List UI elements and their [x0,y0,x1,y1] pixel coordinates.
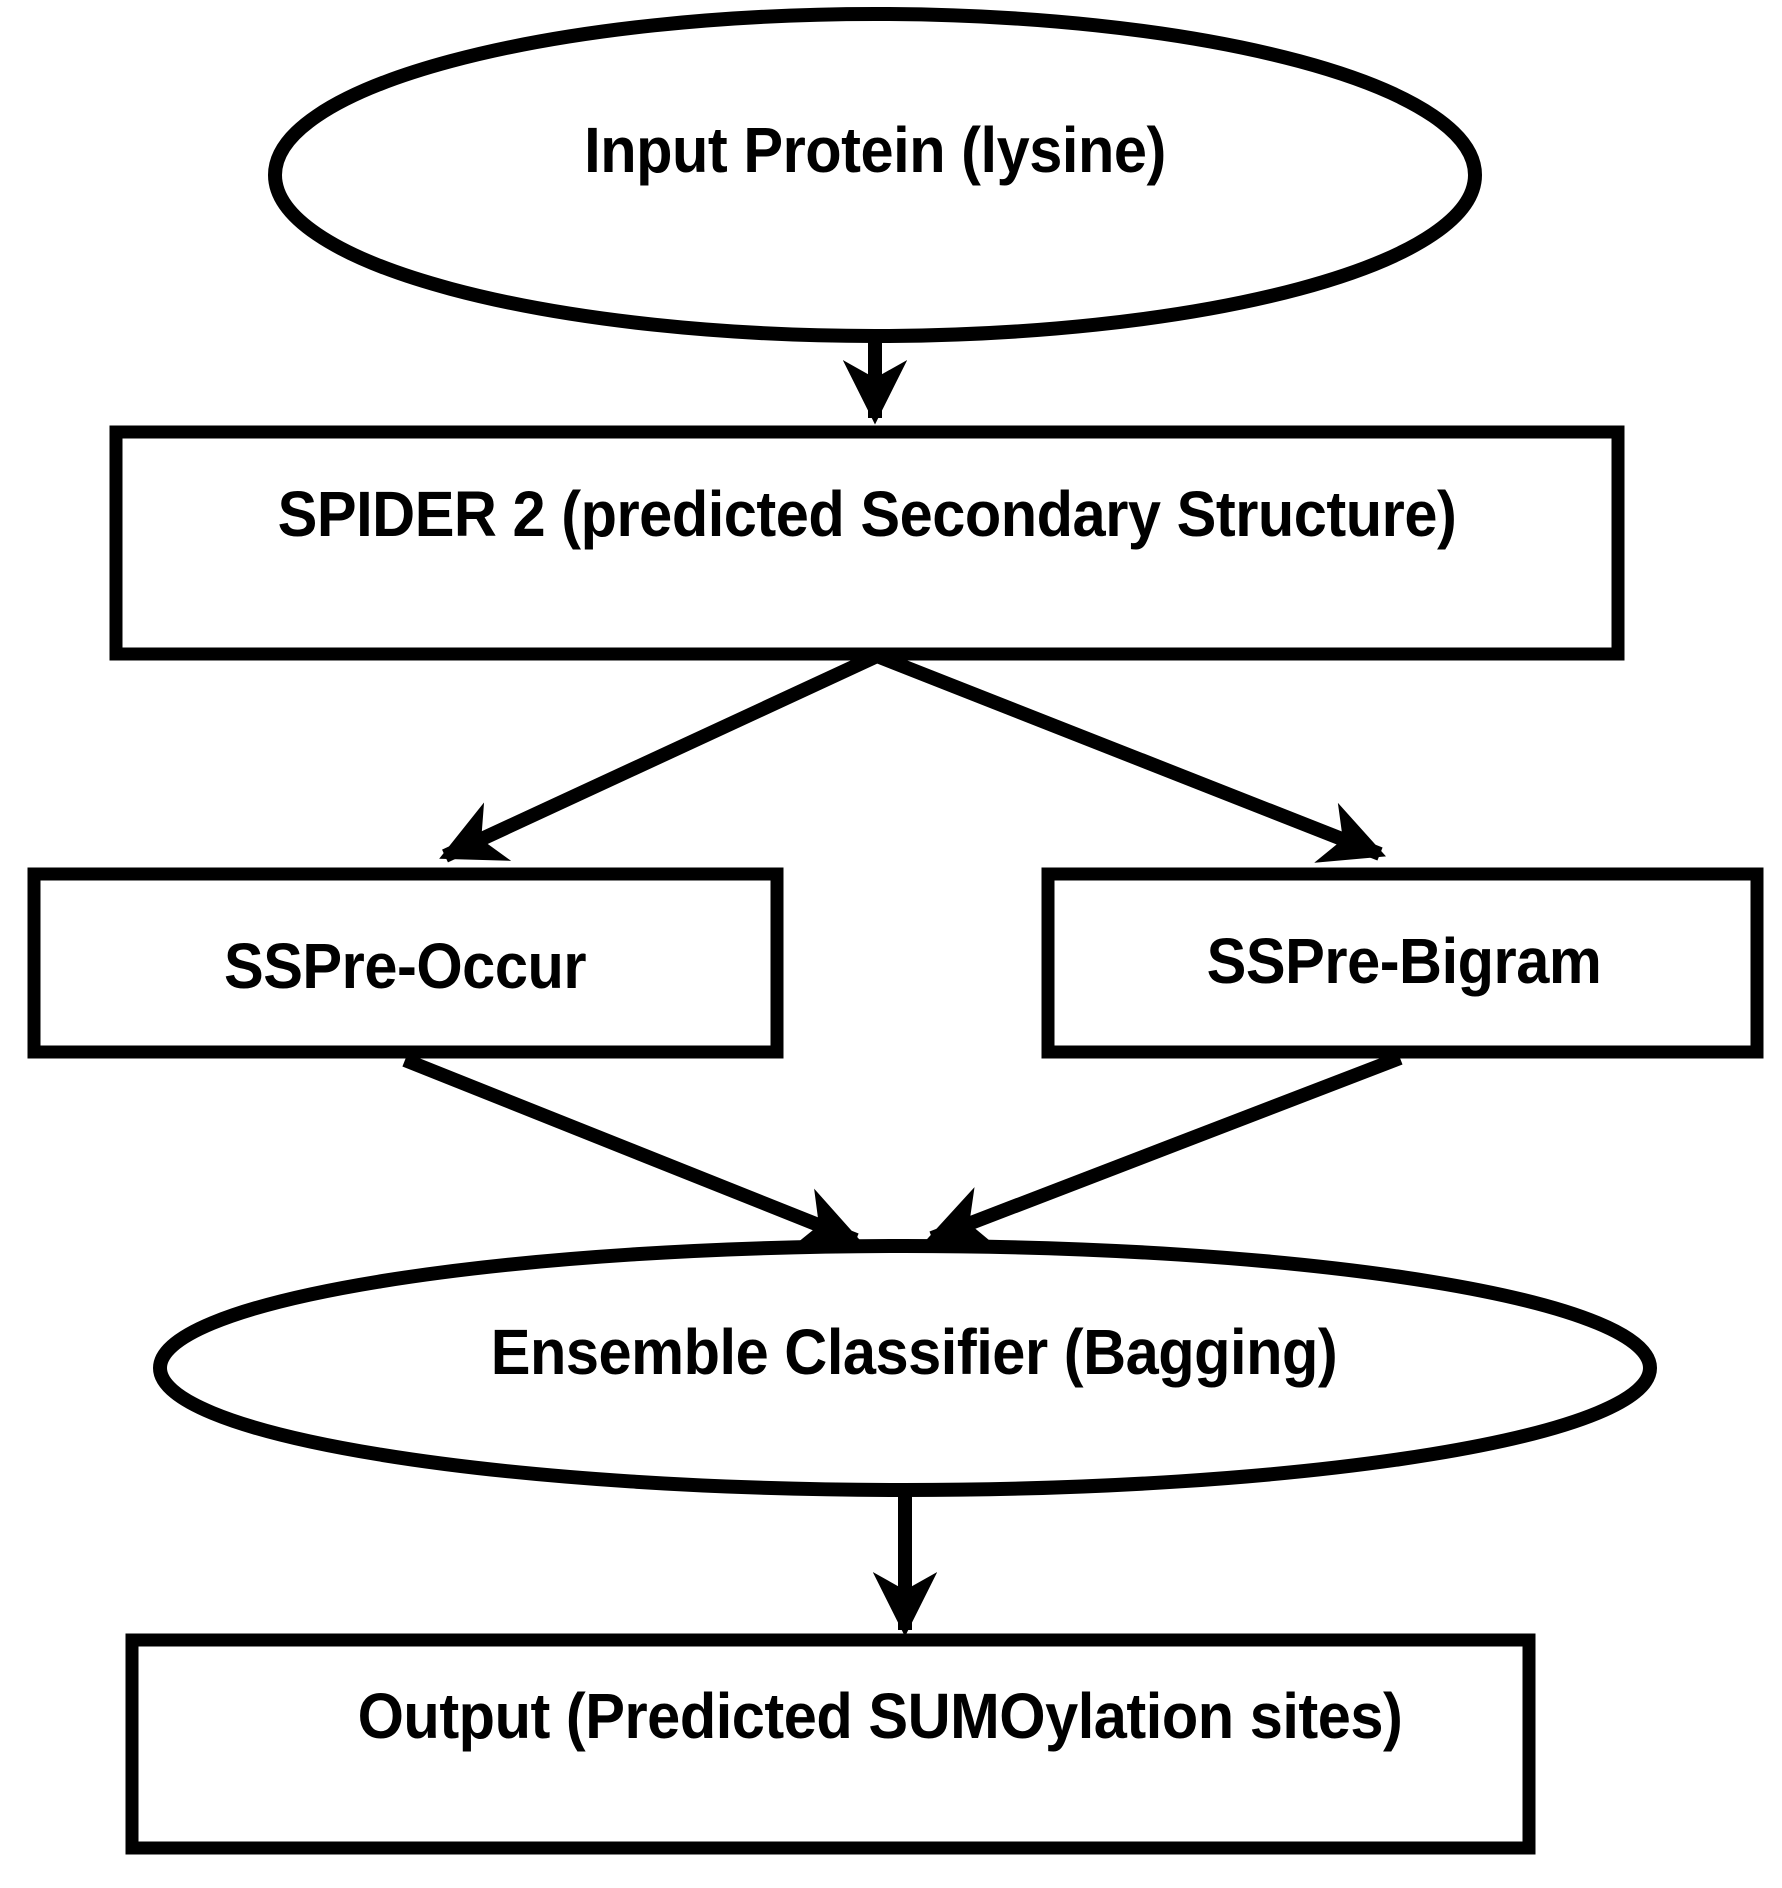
arrow-sspre-bigram-to-ensemble [925,1051,1403,1248]
sspre-bigram-label: SSPre-Bigram [1206,924,1602,997]
arrow-spider2-to-sspre-occur [439,649,880,863]
sspre-occur-label: SSPre-Occur [223,929,587,1002]
arrow-spider2-to-sspre-bigram [874,649,1386,863]
sspre-occur-box [27,867,784,1059]
spider2-label: SPIDER 2 (predicted Secondary Structure) [277,477,1457,550]
sspre-bigram-box [1041,867,1764,1059]
spider2-box [109,425,1625,661]
input-protein-ellipse [268,7,1482,343]
input-protein-label: Input Protein (lysine) [584,113,1166,186]
output-box [125,1633,1536,1855]
output-label: Output (Predicted SUMOylation sites) [357,1679,1403,1752]
ensemble-classifier-label: Ensemble Classifier (Bagging) [490,1315,1338,1388]
arrow-sspre-occur-to-ensemble [402,1053,862,1249]
